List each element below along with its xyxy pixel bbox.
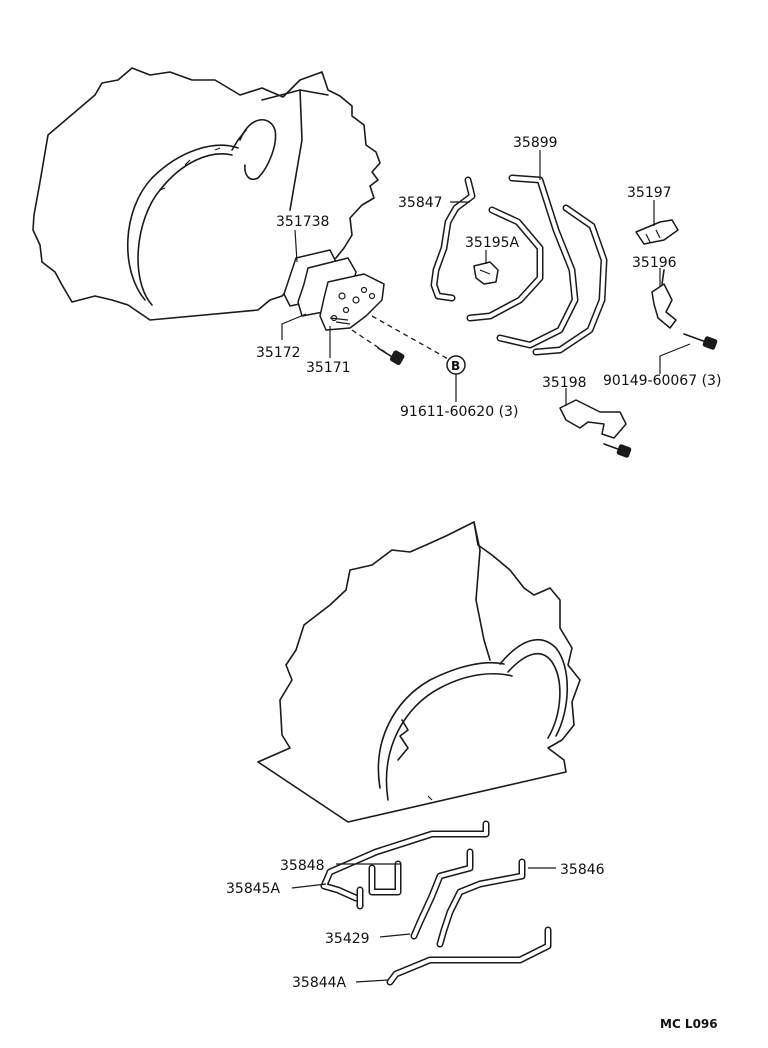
bolt-90149 bbox=[683, 333, 718, 350]
label-35848: 35848 bbox=[280, 858, 325, 874]
leader-351738 bbox=[294, 229, 298, 263]
mounting-line-lower bbox=[351, 329, 386, 353]
leader-35172 bbox=[281, 313, 307, 340]
upper-transaxle-housing bbox=[32, 67, 381, 321]
label-35429: 35429 bbox=[325, 931, 370, 947]
solenoid-assembly bbox=[283, 249, 385, 331]
label-35844a: 35844A bbox=[292, 975, 347, 991]
diagram-code: MC L096 bbox=[660, 1017, 718, 1031]
label-91611: 91611-60620 (3) bbox=[400, 404, 518, 420]
label-351738: 351738 bbox=[276, 214, 329, 230]
label-90149: 90149-60067 (3) bbox=[603, 373, 721, 389]
leader-35844a bbox=[355, 979, 389, 983]
label-35845a: 35845A bbox=[226, 881, 281, 897]
leader-35429 bbox=[379, 933, 411, 938]
label-35196: 35196 bbox=[632, 255, 677, 271]
label-35899: 35899 bbox=[513, 135, 558, 151]
label-35847: 35847 bbox=[398, 195, 443, 211]
sensor-35197 bbox=[635, 219, 679, 245]
upper-pipes bbox=[430, 174, 608, 356]
label-35846: 35846 bbox=[560, 862, 605, 878]
lower-pipes bbox=[320, 820, 552, 986]
label-35171: 35171 bbox=[306, 360, 351, 376]
leader-90149 bbox=[659, 343, 691, 374]
bolt-35171 bbox=[377, 347, 405, 365]
label-b: B bbox=[451, 359, 460, 373]
label-35195a: 35195A bbox=[465, 235, 520, 251]
label-35197: 35197 bbox=[627, 185, 672, 201]
lower-transaxle-housing bbox=[257, 521, 581, 823]
bracket-35198 bbox=[559, 399, 632, 458]
mounting-line-upper bbox=[371, 315, 451, 361]
label-35198: 35198 bbox=[542, 375, 587, 391]
leader-35845a bbox=[291, 883, 327, 889]
bracket-35196 bbox=[651, 269, 677, 329]
label-35172: 35172 bbox=[256, 345, 301, 361]
